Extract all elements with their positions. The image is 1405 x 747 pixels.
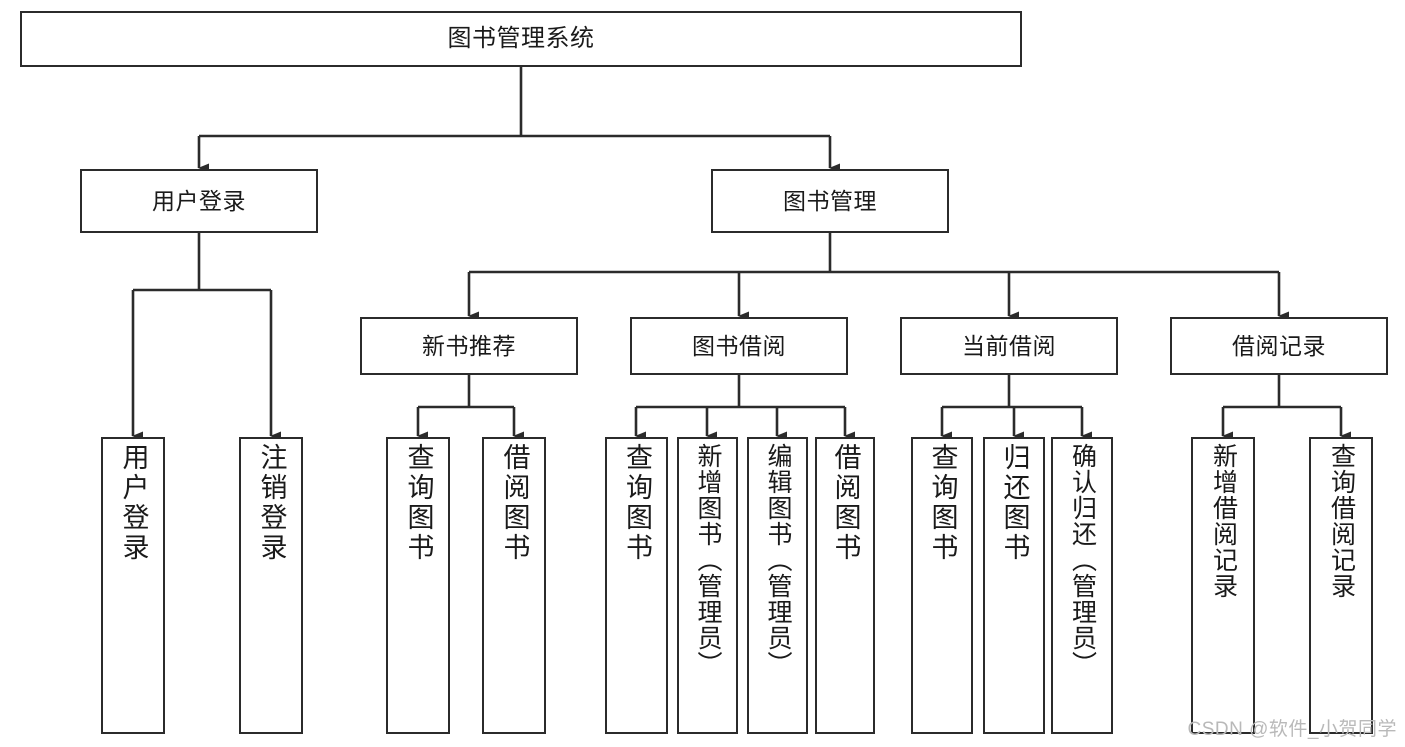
node-l4-a2[interactable]: 注销登录	[239, 437, 303, 734]
node-label: 用户登录	[152, 187, 246, 214]
node-label: 查询借阅记录	[1327, 443, 1356, 599]
node-l4-b1[interactable]: 查询图书	[386, 437, 450, 734]
node-l3-current[interactable]: 当前借阅	[900, 317, 1118, 375]
node-label: 图书管理系统	[447, 25, 595, 53]
node-label: 归还图书	[999, 443, 1030, 563]
node-label: 查询图书	[927, 443, 958, 563]
node-label: 借阅图书	[830, 443, 861, 563]
node-l4-c1[interactable]: 查询图书	[605, 437, 668, 734]
node-l4-d3[interactable]: 确认归还（管理员）	[1051, 437, 1113, 734]
node-l4-a1[interactable]: 用户登录	[101, 437, 165, 734]
node-l4-b2[interactable]: 借阅图书	[482, 437, 546, 734]
node-l2-login[interactable]: 用户登录	[80, 169, 318, 233]
node-l3-record[interactable]: 借阅记录	[1170, 317, 1388, 375]
node-label: 图书借阅	[692, 332, 786, 359]
node-l4-e2[interactable]: 查询借阅记录	[1309, 437, 1373, 734]
node-l3-borrow[interactable]: 图书借阅	[630, 317, 848, 375]
node-label: 查询图书	[622, 443, 652, 563]
node-l3-newrec[interactable]: 新书推荐	[360, 317, 578, 375]
node-label: 借阅图书	[499, 443, 530, 563]
node-l4-c4[interactable]: 借阅图书	[815, 437, 875, 734]
node-label: 新书推荐	[422, 332, 516, 359]
node-label: 当前借阅	[962, 332, 1056, 359]
node-label: 确认归还（管理员）	[1068, 443, 1097, 677]
node-l2-book[interactable]: 图书管理	[711, 169, 949, 233]
node-label: 图书管理	[783, 187, 877, 214]
node-root[interactable]: 图书管理系统	[20, 11, 1022, 67]
node-l4-d1[interactable]: 查询图书	[911, 437, 973, 734]
node-l4-c2[interactable]: 新增图书（管理员）	[677, 437, 738, 734]
node-label: 借阅记录	[1232, 332, 1326, 359]
node-label: 编辑图书（管理员）	[764, 443, 792, 677]
node-l4-e1[interactable]: 新增借阅记录	[1191, 437, 1255, 734]
node-label: 查询图书	[403, 443, 434, 563]
node-label: 注销登录	[256, 443, 287, 563]
node-label: 用户登录	[118, 443, 149, 563]
node-l4-d2[interactable]: 归还图书	[983, 437, 1045, 734]
node-label: 新增借阅记录	[1209, 443, 1238, 599]
node-label: 新增图书（管理员）	[694, 443, 722, 677]
node-l4-c3[interactable]: 编辑图书（管理员）	[747, 437, 808, 734]
watermark-text: CSDN @软件_小贺同学	[1187, 719, 1397, 740]
